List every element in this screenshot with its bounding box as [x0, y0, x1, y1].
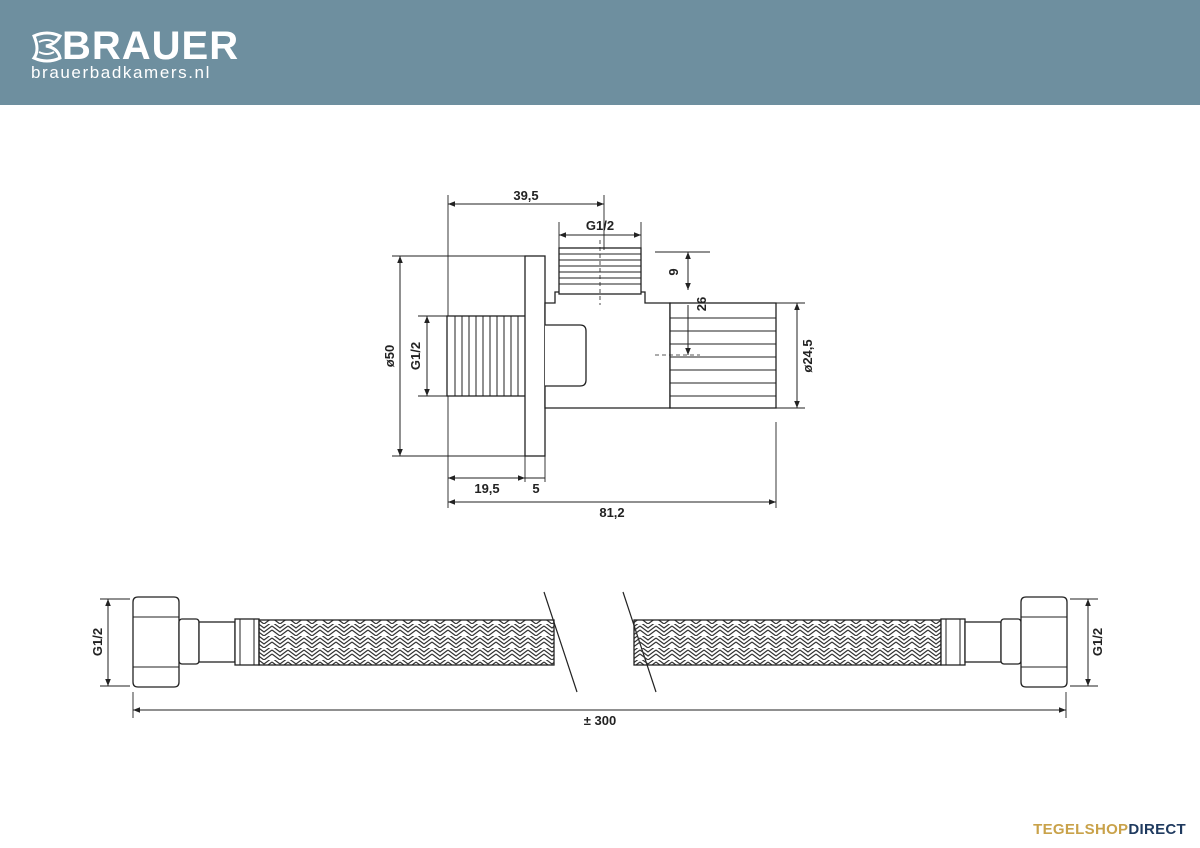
inlet-thread-lines [454, 316, 519, 396]
dim-inlet-thread: G1/2 [408, 342, 423, 370]
dim-outlet-offset: 26 [694, 297, 709, 311]
brauer-logo-icon [31, 31, 63, 63]
technical-drawing: 39,5 G1/2 9 26 ø24,5 ø50 G1/2 19,5 5 81,… [90, 188, 1105, 728]
hose-drawing [100, 591, 1098, 718]
dim-hose-right-thread: G1/2 [1090, 628, 1105, 656]
footer-brand-part2: DIRECT [1128, 821, 1186, 838]
valve-body-hex [545, 324, 587, 387]
valve-handle-ribs [670, 317, 776, 397]
hose-right-nut [1020, 596, 1068, 688]
dim-top-width: 39,5 [513, 188, 538, 203]
valve-handle [669, 302, 777, 409]
footer-brand-part1: TEGELSHOP [1033, 821, 1129, 838]
dim-outlet-height: 9 [666, 268, 681, 275]
dim-hose-left-thread: G1/2 [90, 628, 105, 656]
brand-url: brauerbadkamers.nl [31, 63, 211, 82]
dim-hose-length: ± 300 [584, 713, 616, 728]
brand-name: BRAUER [62, 24, 240, 68]
dim-flange-thickness: 5 [532, 481, 539, 496]
dim-inlet-length: 19,5 [474, 481, 499, 496]
hose-break-left [543, 591, 578, 693]
dim-total-length: 81,2 [599, 505, 624, 520]
footer-brand: TEGELSHOPDIRECT [1033, 821, 1186, 838]
valve-flange [524, 255, 546, 457]
hose-left-braid [258, 619, 555, 666]
valve-drawing [392, 195, 805, 508]
dim-body-diameter: ø24,5 [800, 339, 815, 372]
hose-left-nut [132, 596, 180, 688]
inlet-thread [446, 315, 528, 397]
header-bar: BRAUER brauerbadkamers.nl [0, 0, 1200, 105]
dim-flange-diameter: ø50 [382, 345, 397, 367]
hose-right-braid [633, 619, 942, 666]
dim-top-thread: G1/2 [586, 218, 614, 233]
